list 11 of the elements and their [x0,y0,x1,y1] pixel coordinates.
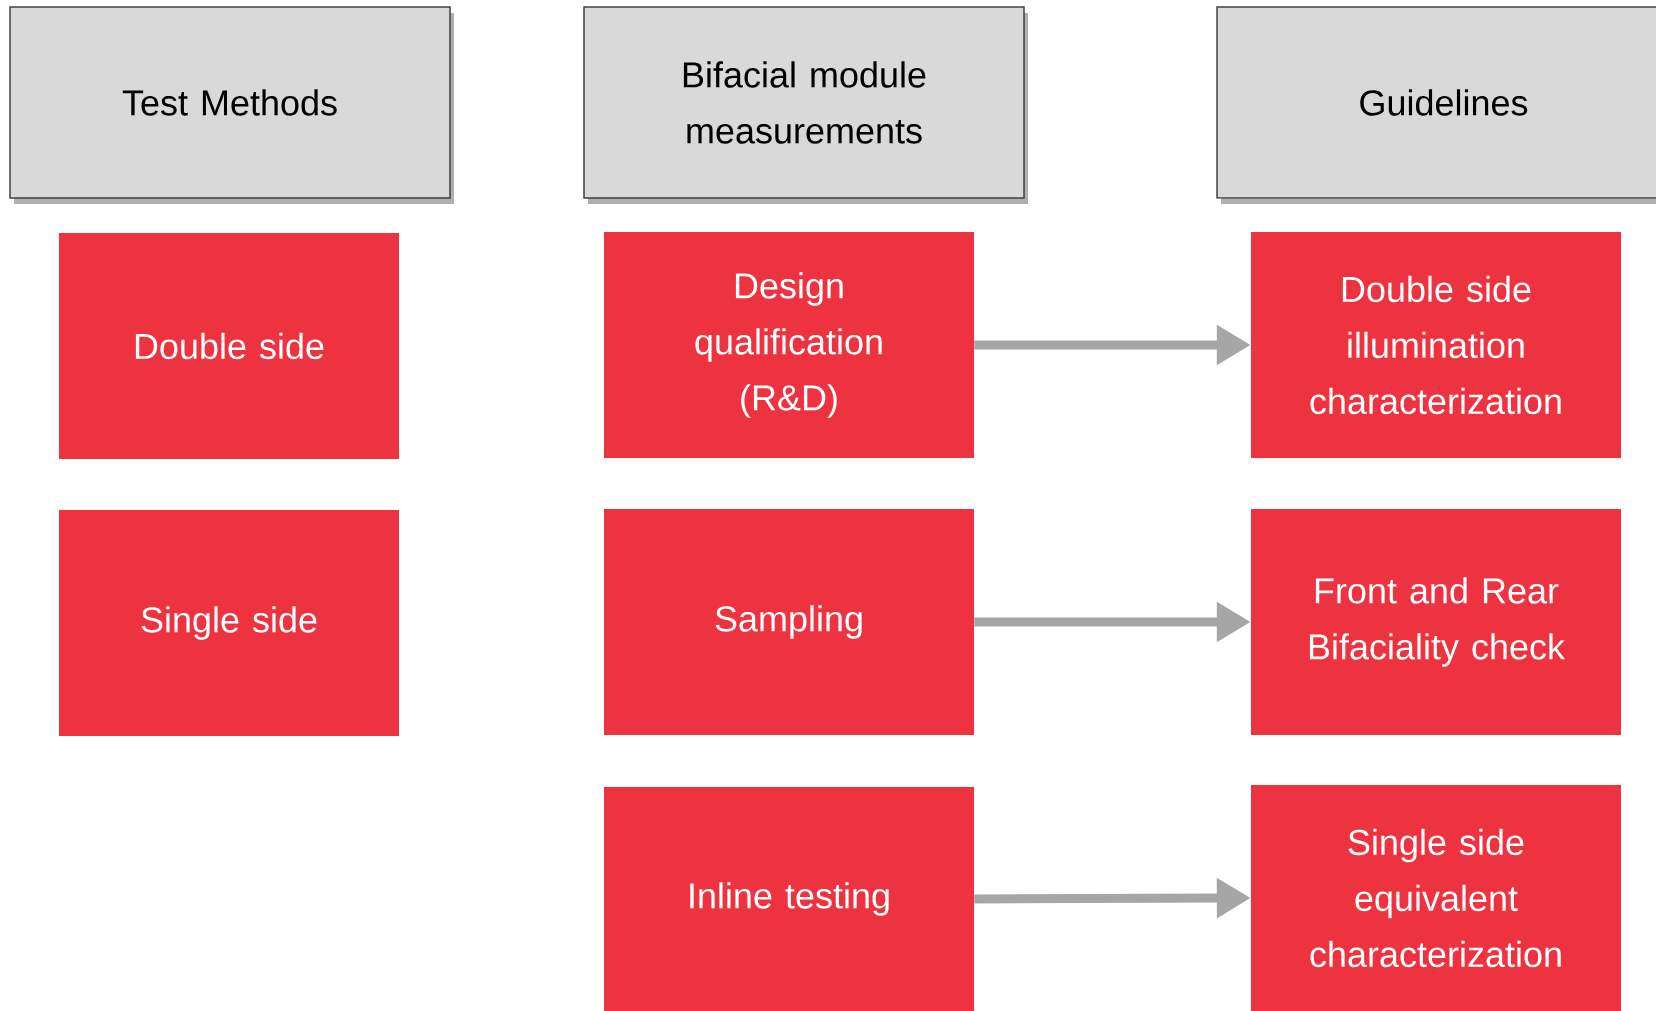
header-box: Test Methods [9,6,454,204]
process-box: Sampling [604,509,974,735]
header-box: Guidelines [1216,6,1656,204]
process-box: Double side [59,233,399,459]
process-box: Single side equivalent characterization [1251,785,1621,1011]
process-box: Double side illumination characterization [1251,232,1621,458]
process-box: Design qualification (R&D) [604,232,974,458]
process-box: Inline testing [604,787,974,1011]
header-box: Bifacial module measurements [583,6,1028,204]
process-box: Single side [59,510,399,736]
process-box: Front and Rear Bifaciality check [1251,509,1621,735]
